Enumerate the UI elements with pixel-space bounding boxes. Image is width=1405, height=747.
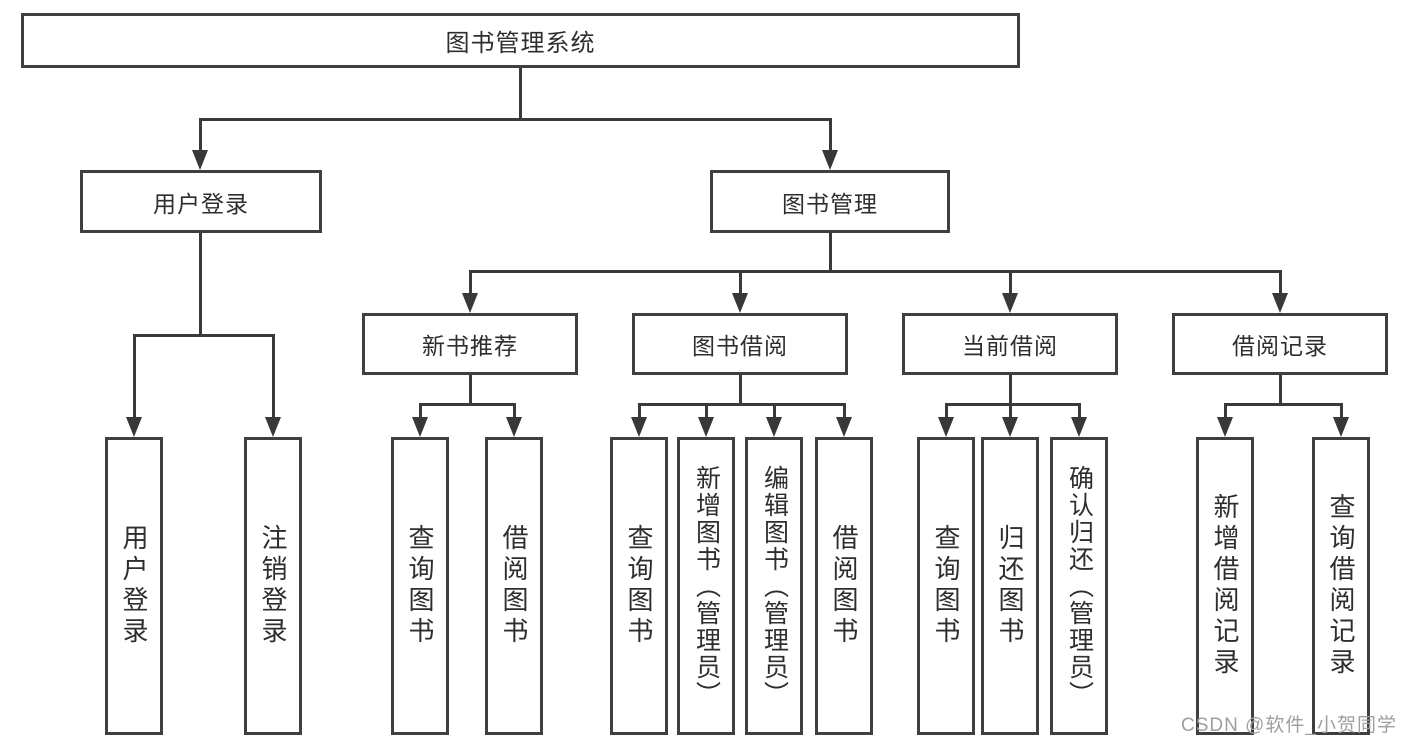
connector-line [739, 375, 742, 406]
connector-line [1009, 403, 1012, 419]
leaf-user-login: 用户登录 [105, 437, 163, 735]
arrow-down-icon [1071, 417, 1087, 437]
arrow-down-icon [836, 417, 852, 437]
connector-line [829, 118, 832, 154]
connector-line [1279, 375, 1282, 406]
connector-line [199, 118, 202, 154]
node-new-book-recommend-label: 新书推荐 [422, 333, 518, 359]
leaf-logout-label: 注销登录 [258, 524, 288, 648]
leaf-edit-book-admin-label: 编辑图书（管理员） [760, 464, 789, 708]
leaf-query-books-3-label: 查询图书 [931, 524, 961, 648]
arrow-down-icon [412, 417, 428, 437]
node-new-book-recommend: 新书推荐 [362, 313, 578, 375]
connector-line [843, 403, 846, 419]
leaf-query-books-3: 查询图书 [917, 437, 975, 735]
connector-line [1078, 403, 1081, 419]
connector-line [638, 403, 641, 419]
node-book-borrow-label: 图书借阅 [692, 333, 788, 359]
node-book-management: 图书管理 [710, 170, 950, 233]
arrow-down-icon [506, 417, 522, 437]
arrow-down-icon [126, 417, 142, 437]
arrow-down-icon [732, 293, 748, 313]
connector-line [829, 233, 832, 273]
node-borrow-record: 借阅记录 [1172, 313, 1388, 375]
leaf-borrow-books-2: 借阅图书 [815, 437, 873, 735]
arrow-down-icon [1002, 293, 1018, 313]
arrow-down-icon [938, 417, 954, 437]
leaf-add-borrow-record-label: 新增借阅记录 [1210, 493, 1240, 679]
node-borrow-record-label: 借阅记录 [1232, 333, 1328, 359]
connector-line [133, 334, 275, 337]
connector-line [199, 233, 202, 337]
connector-line [705, 403, 708, 419]
leaf-borrow-books-2-label: 借阅图书 [829, 524, 859, 648]
arrow-down-icon [265, 417, 281, 437]
leaf-borrow-books-1: 借阅图书 [485, 437, 543, 735]
leaf-query-books-2-label: 查询图书 [624, 524, 654, 648]
arrow-down-icon [1272, 293, 1288, 313]
leaf-query-borrow-record-label: 查询借阅记录 [1326, 493, 1356, 679]
arrow-down-icon [631, 417, 647, 437]
connector-line [945, 403, 948, 419]
connector-line [638, 403, 845, 406]
node-root: 图书管理系统 [21, 13, 1020, 68]
leaf-return-books: 归还图书 [981, 437, 1039, 735]
arrow-down-icon [192, 150, 208, 170]
node-root-label: 图书管理系统 [445, 30, 596, 57]
leaf-edit-book-admin: 编辑图书（管理员） [745, 437, 803, 735]
connector-line [199, 118, 832, 121]
connector-line [133, 334, 136, 420]
arrow-down-icon [1002, 417, 1018, 437]
leaf-query-borrow-record: 查询借阅记录 [1312, 437, 1370, 735]
arrow-down-icon [698, 417, 714, 437]
node-user-login: 用户登录 [80, 170, 322, 233]
connector-line [469, 375, 472, 406]
connector-line [773, 403, 776, 419]
connector-line [419, 403, 422, 419]
leaf-add-borrow-record: 新增借阅记录 [1196, 437, 1254, 735]
arrow-down-icon [1217, 417, 1233, 437]
leaf-confirm-return-admin: 确认归还（管理员） [1050, 437, 1108, 735]
connector-line [739, 270, 742, 296]
leaf-confirm-return-admin-label: 确认归还（管理员） [1065, 464, 1094, 708]
connector-line [1340, 403, 1343, 419]
arrow-down-icon [766, 417, 782, 437]
arrow-down-icon [822, 150, 838, 170]
connector-line [469, 270, 472, 296]
node-current-borrow: 当前借阅 [902, 313, 1118, 375]
connector-line [469, 270, 1282, 273]
leaf-query-books-1: 查询图书 [391, 437, 449, 735]
leaf-add-book-admin-label: 新增图书（管理员） [692, 464, 721, 708]
connector-line [419, 403, 516, 406]
leaf-query-books-1-label: 查询图书 [405, 524, 435, 648]
connector-line [1009, 375, 1012, 406]
node-current-borrow-label: 当前借阅 [962, 333, 1058, 359]
connector-line [1279, 270, 1282, 296]
connector-line [1224, 403, 1227, 419]
node-book-borrow: 图书借阅 [632, 313, 848, 375]
connector-line [945, 403, 1080, 406]
connector-line [1009, 270, 1012, 296]
leaf-add-book-admin: 新增图书（管理员） [677, 437, 735, 735]
arrow-down-icon [462, 293, 478, 313]
node-user-login-label: 用户登录 [153, 190, 249, 217]
node-book-management-label: 图书管理 [782, 190, 878, 217]
leaf-return-books-label: 归还图书 [995, 524, 1025, 648]
watermark: CSDN @软件_小贺同学 [1181, 715, 1397, 736]
leaf-user-login-label: 用户登录 [119, 524, 149, 648]
connector-line [1224, 403, 1342, 406]
connector-line [513, 403, 516, 419]
connector-line [519, 68, 522, 121]
connector-line [272, 334, 275, 420]
leaf-borrow-books-1-label: 借阅图书 [499, 524, 529, 648]
leaf-query-books-2: 查询图书 [610, 437, 668, 735]
leaf-logout: 注销登录 [244, 437, 302, 735]
arrow-down-icon [1333, 417, 1349, 437]
